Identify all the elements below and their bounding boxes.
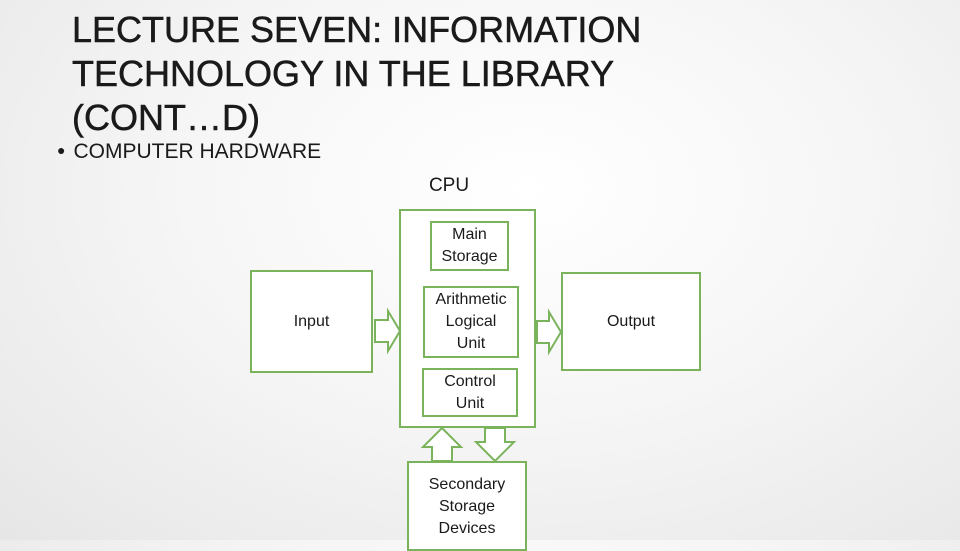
secondary-storage-box: Secondary Storage Devices — [407, 461, 527, 551]
alu-box: Arithmetic Logical Unit — [423, 286, 519, 358]
control-unit-line-2: Unit — [455, 394, 485, 412]
alu-line-3: Unit — [456, 335, 486, 352]
control-unit-box: Control Unit — [422, 368, 518, 417]
slide-title-line-2: TECHNOLOGY IN THE LIBRARY — [72, 53, 615, 95]
slide-title-line-1: LECTURE SEVEN: INFORMATION — [72, 9, 642, 51]
secondary-storage-line-1: Secondary — [428, 476, 506, 493]
alu-line-1: Arithmetic — [435, 291, 507, 308]
main-storage-box: Main Storage — [430, 221, 509, 271]
cpu-label: CPU — [428, 175, 470, 196]
input-label: Input — [293, 312, 330, 330]
input-box: Input — [250, 270, 373, 373]
output-box: Output — [561, 272, 701, 371]
cpu-to-output-arrow-icon — [536, 308, 563, 356]
secondary-storage-line-3: Devices — [438, 520, 496, 537]
secondary-to-cpu-arrow-icon — [420, 426, 464, 462]
bullet-dot-icon: ● — [57, 142, 66, 158]
alu-line-2: Logical — [445, 313, 497, 330]
cpu-to-secondary-arrow-icon — [473, 427, 517, 463]
slide-title: LECTURE SEVEN: INFORMATION TECHNOLOGY IN… — [72, 8, 642, 140]
main-storage-line-2: Storage — [441, 248, 498, 265]
bullet-item: ● COMPUTER HARDWARE — [57, 137, 321, 165]
bullet-text: COMPUTER HARDWARE — [73, 140, 322, 163]
slide-title-line-3: (CONT…D) — [72, 97, 260, 139]
secondary-storage-line-2: Storage — [438, 498, 496, 515]
output-label: Output — [606, 312, 656, 330]
control-unit-line-1: Control — [444, 372, 496, 390]
main-storage-line-1: Main — [452, 226, 487, 243]
input-to-cpu-arrow-icon — [374, 307, 402, 355]
